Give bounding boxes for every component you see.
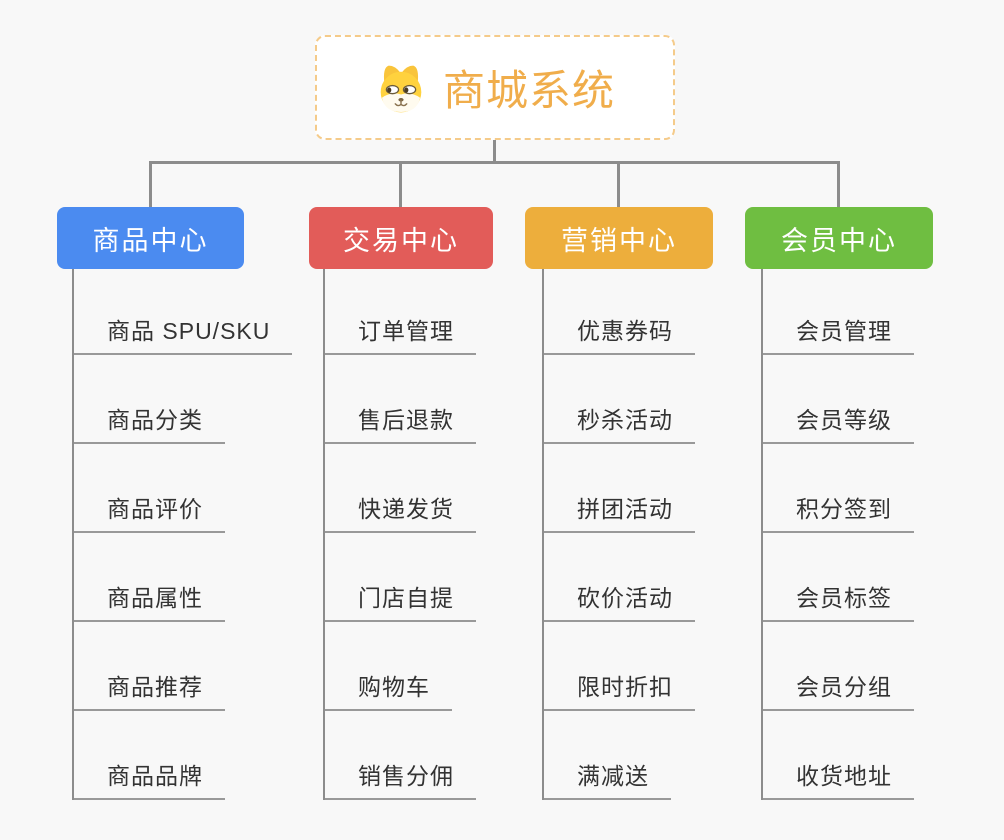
leaf-item[interactable]: 限时折扣	[544, 622, 695, 711]
leaf-item[interactable]: 收货地址	[763, 711, 914, 800]
leaf-item[interactable]: 商品属性	[74, 533, 225, 622]
leaf-item[interactable]: 订单管理	[325, 269, 476, 355]
leaf-item[interactable]: 优惠券码	[544, 269, 695, 355]
leaf-item[interactable]: 会员管理	[763, 269, 914, 355]
leaf-item[interactable]: 满减送	[544, 711, 671, 800]
leaf-item[interactable]: 售后退款	[325, 355, 476, 444]
leaf-item[interactable]: 商品推荐	[74, 622, 225, 711]
connector-drop-trade	[399, 161, 402, 208]
connector-drop-member	[837, 161, 840, 208]
leaf-item[interactable]: 拼团活动	[544, 444, 695, 533]
root-title: 商城系统	[442, 67, 615, 114]
connector-root-stem	[493, 140, 496, 162]
branch-box-marketing-center[interactable]: 营销中心	[525, 207, 713, 269]
branch-box-member-center[interactable]: 会员中心	[745, 207, 933, 269]
leaf-list-member: 会员管理会员等级积分签到会员标签会员分组收货地址	[761, 269, 914, 800]
leaf-item[interactable]: 会员标签	[763, 533, 914, 622]
leaf-item[interactable]: 商品 SPU/SKU	[74, 269, 293, 355]
leaf-item[interactable]: 积分签到	[763, 444, 914, 533]
branch-box-trade-center[interactable]: 交易中心	[309, 207, 493, 269]
root-node[interactable]: 商城系统	[315, 35, 675, 140]
leaf-list-trade: 订单管理售后退款快递发货门店自提购物车销售分佣	[323, 269, 476, 800]
leaf-item[interactable]: 快递发货	[325, 444, 476, 533]
dog-face-icon	[380, 65, 422, 112]
leaf-item[interactable]: 销售分佣	[325, 711, 476, 800]
connector-bus	[149, 161, 840, 164]
leaf-item[interactable]: 砍价活动	[544, 533, 695, 622]
leaf-item[interactable]: 会员等级	[763, 355, 914, 444]
leaf-item[interactable]: 门店自提	[325, 533, 476, 622]
leaf-item[interactable]: 秒杀活动	[544, 355, 695, 444]
connector-drop-product	[149, 161, 152, 208]
leaf-item[interactable]: 商品品牌	[74, 711, 225, 800]
leaf-item[interactable]: 商品评价	[74, 444, 225, 533]
branch-box-product-center[interactable]: 商品中心	[57, 207, 244, 269]
leaf-item[interactable]: 会员分组	[763, 622, 914, 711]
connector-drop-marketing	[617, 161, 620, 208]
leaf-item[interactable]: 购物车	[325, 622, 452, 711]
leaf-list-marketing: 优惠券码秒杀活动拼团活动砍价活动限时折扣满减送	[542, 269, 695, 800]
leaf-item[interactable]: 商品分类	[74, 355, 225, 444]
